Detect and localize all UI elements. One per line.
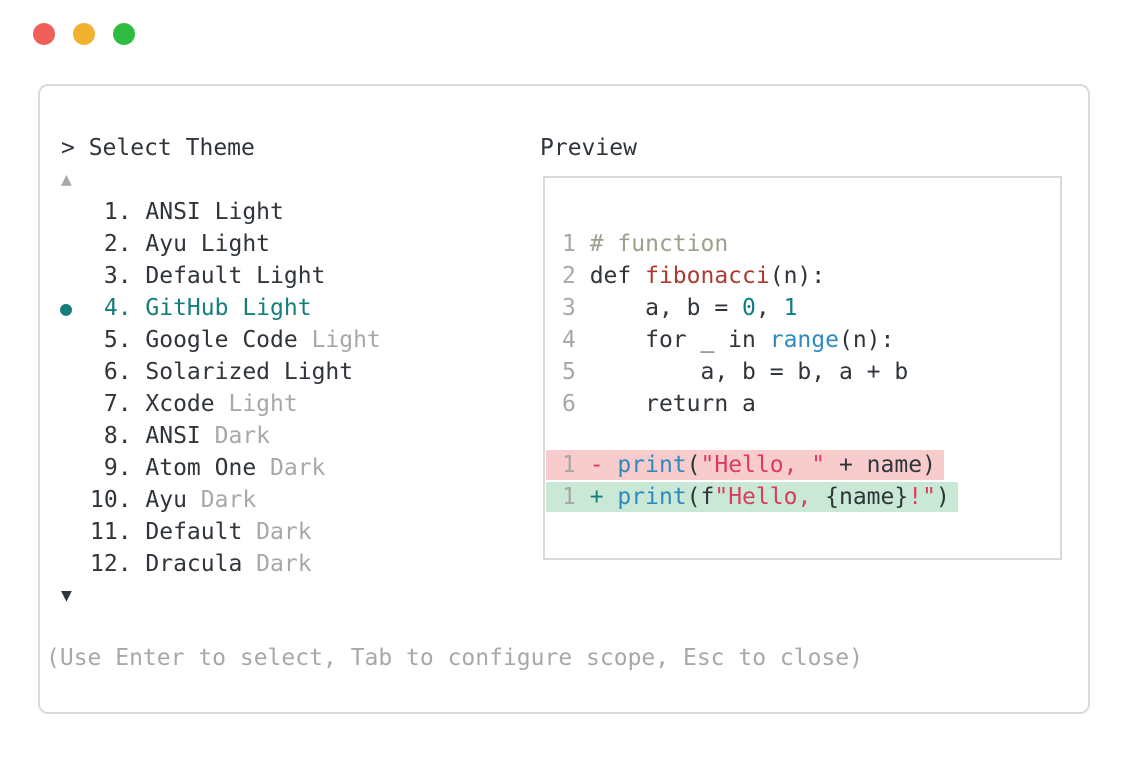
diff-added-line: 1 + print(f"Hello, {name}!") (546, 482, 958, 512)
line-number: 2 (562, 263, 590, 289)
selected-bullet-icon (60, 548, 90, 580)
theme-list-item[interactable]: 8. ANSI Dark (60, 420, 381, 452)
theme-list-item[interactable]: 12. Dracula Dark (60, 548, 381, 580)
preview-title: Preview (540, 135, 637, 161)
selected-bullet-icon (60, 228, 90, 260)
theme-list: 1. ANSI Light 2. Ayu Light 3. Default Li… (60, 196, 381, 580)
picker-prompt: > Select Theme (61, 135, 255, 161)
selected-bullet-icon (60, 260, 90, 292)
diff-removed-line: 1 - print("Hello, " + name) (546, 450, 944, 480)
code-line: 5 a, b = b, a + b (562, 359, 909, 385)
line-number: 3 (562, 295, 590, 321)
code-line: 1 # function (562, 231, 729, 257)
line-number: 1 (562, 452, 590, 478)
theme-item-label: 8. ANSI Dark (90, 423, 271, 449)
preview-panel: 1 # function 2 def fibonacci(n): 3 a, b = … (543, 176, 1062, 560)
code-line: 6 return a (562, 391, 756, 417)
theme-item-label: 6. Solarized Light (90, 359, 354, 385)
line-number: 1 (562, 484, 590, 510)
selected-bullet-icon (60, 388, 90, 420)
theme-item-label: 4. GitHub Light (90, 295, 312, 321)
theme-list-item[interactable]: 11. Default Dark (60, 516, 381, 548)
line-number: 4 (562, 327, 590, 353)
theme-list-item[interactable]: 1. ANSI Light (60, 196, 381, 228)
theme-item-label: 2. Ayu Light (90, 231, 271, 257)
code-line: 3 a, b = 0, 1 (562, 295, 798, 321)
theme-list-item[interactable]: 9. Atom One Dark (60, 452, 381, 484)
theme-item-label: 3. Default Light (90, 263, 326, 289)
code-line: 4 for _ in range(n): (562, 327, 895, 353)
scroll-down-indicator[interactable]: ▼ (61, 585, 72, 606)
selected-bullet-icon (60, 484, 90, 516)
theme-item-label: 7. Xcode Light (90, 391, 298, 417)
theme-item-label: 10. Ayu Dark (90, 487, 257, 513)
selected-bullet-icon (60, 420, 90, 452)
selected-bullet-icon (60, 196, 90, 228)
zoom-button[interactable] (113, 23, 135, 45)
help-text: (Use Enter to select, Tab to configure s… (46, 645, 863, 671)
selected-bullet-icon (60, 516, 90, 548)
theme-list-item[interactable]: ● 4. GitHub Light (60, 292, 381, 324)
theme-item-label: 5. Google Code Light (90, 327, 381, 353)
scroll-up-indicator[interactable]: ▲ (61, 169, 72, 190)
theme-item-label: 11. Default Dark (90, 519, 312, 545)
selected-bullet-icon: ● (60, 296, 73, 320)
theme-list-item[interactable]: 5. Google Code Light (60, 324, 381, 356)
window-controls (33, 23, 135, 45)
theme-list-item[interactable]: 7. Xcode Light (60, 388, 381, 420)
theme-list-item[interactable]: 2. Ayu Light (60, 228, 381, 260)
selected-bullet-icon (60, 452, 90, 484)
theme-list-item[interactable]: 3. Default Light (60, 260, 381, 292)
theme-picker-window: > Select Theme Preview ▲ 1. ANSI Light 2… (38, 84, 1090, 714)
line-number: 1 (562, 231, 590, 257)
theme-list-item[interactable]: 10. Ayu Dark (60, 484, 381, 516)
selected-bullet-icon (60, 324, 90, 356)
theme-list-item[interactable]: 6. Solarized Light (60, 356, 381, 388)
code-line: 2 def fibonacci(n): (562, 263, 826, 289)
minimize-button[interactable] (73, 23, 95, 45)
line-number: 5 (562, 359, 590, 385)
close-button[interactable] (33, 23, 55, 45)
line-number: 6 (562, 391, 590, 417)
selected-bullet-icon (60, 356, 90, 388)
theme-item-label: 1. ANSI Light (90, 199, 284, 225)
theme-item-label: 12. Dracula Dark (90, 551, 312, 577)
theme-item-label: 9. Atom One Dark (90, 455, 326, 481)
